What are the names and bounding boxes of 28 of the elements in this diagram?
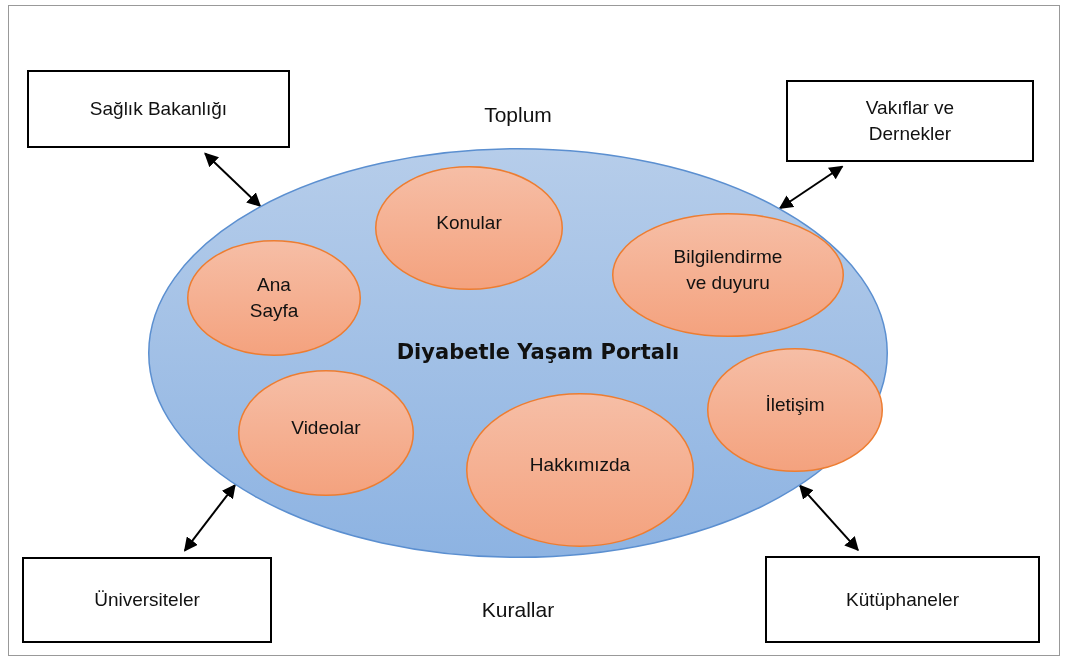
stakeholder-box	[765, 556, 1040, 643]
node-label: İletişim	[765, 393, 825, 418]
page-ellipse	[375, 166, 563, 290]
page-ellipse	[466, 393, 694, 547]
double-arrow	[183, 483, 236, 552]
node-label: Kütüphaneler	[845, 587, 959, 612]
double-arrow	[778, 165, 844, 210]
node-label: Bilgilendirme ve duyuru	[672, 245, 784, 295]
portal-ellipse	[148, 148, 888, 558]
double-arrow	[204, 152, 262, 207]
double-arrow	[798, 484, 859, 552]
page-ellipse	[707, 348, 883, 472]
portal-title: Diyabetle Yaşam Portalı	[395, 339, 681, 366]
page-ellipse	[238, 370, 414, 496]
node-label: Sağlık Bakanlığı	[89, 97, 228, 122]
page-ellipse	[187, 240, 361, 356]
node-label: Üniversiteler	[94, 588, 200, 613]
node-label: Ana Sayfa	[248, 273, 300, 323]
page-ellipse	[612, 213, 844, 337]
node-label: Hakkımızda	[529, 453, 631, 478]
region-label: Kurallar	[481, 598, 555, 622]
stakeholder-box	[786, 80, 1034, 162]
node-label: Videolar	[291, 416, 361, 441]
node-label: Konular	[436, 211, 502, 236]
region-label: Toplum	[484, 103, 552, 127]
stakeholder-box	[22, 557, 272, 643]
node-label: Vakıflar ve Dernekler	[864, 96, 956, 146]
stakeholder-box	[27, 70, 290, 148]
